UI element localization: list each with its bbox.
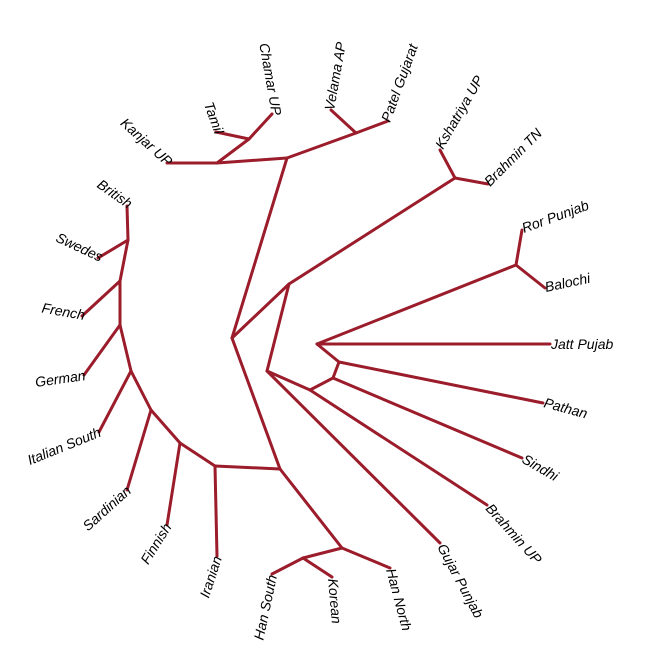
tip-label: Sardinian (79, 482, 134, 534)
branch (514, 263, 547, 290)
tip-label: Sindhi (520, 451, 562, 485)
branch (331, 360, 341, 380)
branch (453, 176, 490, 186)
branch (118, 323, 133, 373)
branch (118, 238, 130, 283)
branch (97, 369, 133, 434)
branch (308, 388, 489, 507)
branch (265, 282, 291, 373)
branch (265, 369, 442, 545)
branch (82, 323, 122, 377)
tip-label: British (94, 176, 135, 212)
branch (125, 408, 153, 492)
tip-label: Iranian (196, 554, 225, 600)
branch (149, 408, 182, 445)
branch (329, 108, 358, 135)
branch (213, 464, 219, 558)
tip-label: Pathan (542, 394, 589, 421)
tip-label: Chamar UP (256, 42, 285, 117)
tip-labels: Jatt Pujab Pathan Sindhi Brahmin UP Guja… (25, 40, 614, 641)
tip-label: Velama AP (321, 40, 349, 111)
branch (230, 282, 291, 340)
tip-label: Jatt Pujab (550, 336, 613, 352)
tip-label: French (41, 300, 87, 323)
tip-label: Gujar Punjab (434, 541, 487, 621)
branch (337, 360, 545, 405)
branch (438, 148, 457, 180)
branch (315, 263, 518, 346)
tip-label: Han North (383, 567, 415, 633)
tip-label: Kshatriya UP (432, 72, 487, 151)
branch (230, 156, 289, 340)
tip-label: Finnish (137, 520, 175, 567)
branch (230, 336, 282, 471)
branch (213, 464, 282, 471)
branch (315, 342, 341, 364)
branch (265, 369, 312, 392)
tip-label: Korean (325, 578, 345, 625)
tip-label: German (34, 367, 87, 390)
branch (125, 204, 130, 242)
tip-label: Brahmin UP (483, 500, 546, 567)
tip-label: Swedes (54, 229, 106, 265)
branch (301, 556, 334, 579)
tip-label: Kanjar UP (118, 115, 177, 170)
tip-label: Ror Punjab (520, 197, 591, 236)
branch (514, 228, 524, 267)
branch (165, 441, 182, 527)
branch (287, 176, 457, 286)
branch (301, 546, 344, 560)
tip-label: Brahmin TN (481, 124, 546, 189)
tip-label: Patel Gujarat (378, 41, 421, 124)
tip-label: Tamil (201, 100, 228, 137)
branch (129, 369, 153, 412)
branch (308, 376, 335, 392)
branch (270, 556, 305, 576)
branch (340, 546, 392, 570)
branch (247, 112, 274, 141)
branch (215, 156, 289, 165)
tip-label: Italian South (25, 424, 103, 468)
tip-label: Balochi (543, 270, 592, 295)
tree-branches (80, 108, 552, 579)
branch (178, 441, 217, 468)
tip-label: Han South (251, 573, 280, 641)
branch (80, 279, 122, 318)
branch (96, 238, 130, 260)
branch (215, 137, 251, 165)
branch (354, 119, 390, 135)
branch (331, 376, 524, 460)
branch (285, 131, 358, 160)
branch (278, 467, 344, 550)
branch (214, 130, 251, 141)
